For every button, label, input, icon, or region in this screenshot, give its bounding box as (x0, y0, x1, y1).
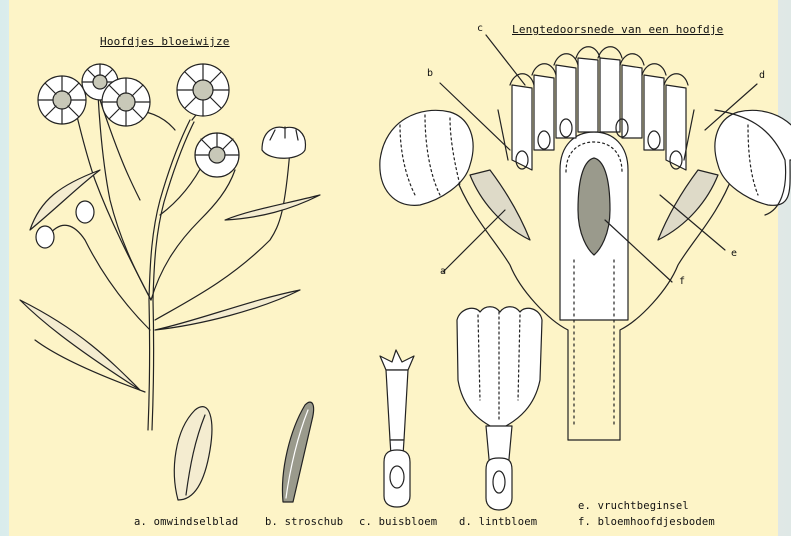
caption-e: e. vruchtbeginsel (578, 500, 689, 512)
flower-head-3 (102, 78, 150, 126)
leader-c (486, 35, 525, 85)
flower-head-4 (177, 64, 229, 116)
flower-bud-large (262, 127, 305, 158)
part-ray-floret (457, 307, 542, 510)
ray-floret-right (715, 110, 791, 215)
label-a: a (440, 266, 446, 277)
caption-f: f. bloemhoofdjesbodem (578, 516, 715, 528)
caption-d: d. lintbloem (459, 516, 537, 528)
label-f: f (679, 276, 685, 287)
part-chaff-scale (282, 402, 313, 502)
flower-head-5 (195, 133, 239, 177)
inflorescence-title: Hoofdjes bloeiwijze (100, 35, 230, 48)
label-e: e (731, 248, 737, 259)
leader-a (443, 210, 505, 272)
part-involucral-bract (174, 407, 212, 500)
part-disc-floret (380, 350, 414, 507)
caption-b: b. stroschub (265, 516, 343, 528)
label-c: c (477, 23, 483, 34)
section-title: Lengtedoorsnede van een hoofdje (512, 23, 724, 36)
label-d: d (759, 70, 765, 81)
caption-a: a. omwindselblad (134, 516, 238, 528)
flower-head-1 (38, 76, 86, 124)
ray-floret-left (380, 110, 473, 205)
label-b: b (427, 68, 433, 79)
caption-c: c. buisbloem (359, 516, 437, 528)
longitudinal-section-drawing (380, 35, 791, 440)
inflorescence-drawing (20, 64, 320, 430)
